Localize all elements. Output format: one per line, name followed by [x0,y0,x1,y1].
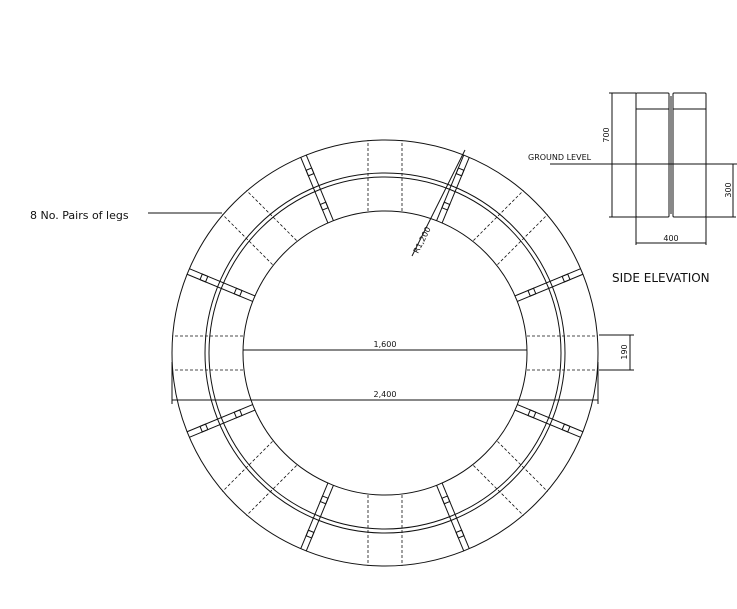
depth-label: 300 [724,182,733,197]
leg-position-line [246,190,297,241]
leg-bracket [305,167,315,177]
leg-bracket [441,201,451,211]
leg-position-line [473,190,524,241]
side-elevation-title: SIDE ELEVATION [612,271,710,285]
segment-joint-line [305,485,334,552]
segment-joint-line [189,409,256,438]
leg-bracket [319,201,329,211]
width-label: 400 [663,234,678,243]
height-label: 700 [602,127,611,142]
ring-circle [242,210,528,496]
leg-bracket [561,423,571,433]
segment-joint-line [514,409,581,438]
leg-bracket [455,167,465,177]
radius-label: R1,200 [412,225,433,254]
ring-circle [171,139,599,567]
segment-joint-line [186,404,253,433]
leg-bracket [527,409,537,419]
leg-bracket [319,495,329,505]
segment-joint-line [436,154,465,221]
leg-position-line [497,441,548,492]
segment-joint-line [300,482,329,549]
leg-position-line [473,465,524,516]
segment-joint-line [514,268,581,297]
bench-block-outer [635,92,670,218]
side-elevation: GROUND LEVEL 700 300 400 SIDE ELEVATION [528,92,737,285]
leg-bracket [233,409,243,419]
leg-bracket [233,287,243,297]
legs-note-label: 8 No. Pairs of legs [30,209,129,222]
ring-circle [204,172,566,534]
bench-block-inner [672,92,707,218]
leg-position-line [222,441,273,492]
leg-position-line [497,214,548,265]
leg-bracket [441,495,451,505]
leg-bracket [527,287,537,297]
ring-circle [208,176,562,530]
plan-view [171,139,599,567]
segment-joint-line [189,268,256,297]
leg-bracket [561,273,571,283]
segment-joint-line [186,273,253,302]
inner-diameter-label: 1,600 [374,340,397,349]
leg-position-line [222,214,273,265]
ground-level-label: GROUND LEVEL [528,153,592,162]
segment-joint-line [441,482,470,549]
segment-joint-line [517,404,584,433]
segment-joint-line [517,273,584,302]
leg-bracket [199,423,209,433]
leg-bracket [305,529,315,539]
outer-diameter-label: 2,400 [374,390,397,399]
leg-bracket [455,529,465,539]
segment-joint-line [300,157,329,224]
segment-joint-line [436,485,465,552]
segment-joint-line [305,154,334,221]
segment-joint-line [441,157,470,224]
ring-width-label: 190 [620,344,629,359]
radius-leader [411,149,466,257]
leg-position-line [246,465,297,516]
leg-bracket [199,273,209,283]
